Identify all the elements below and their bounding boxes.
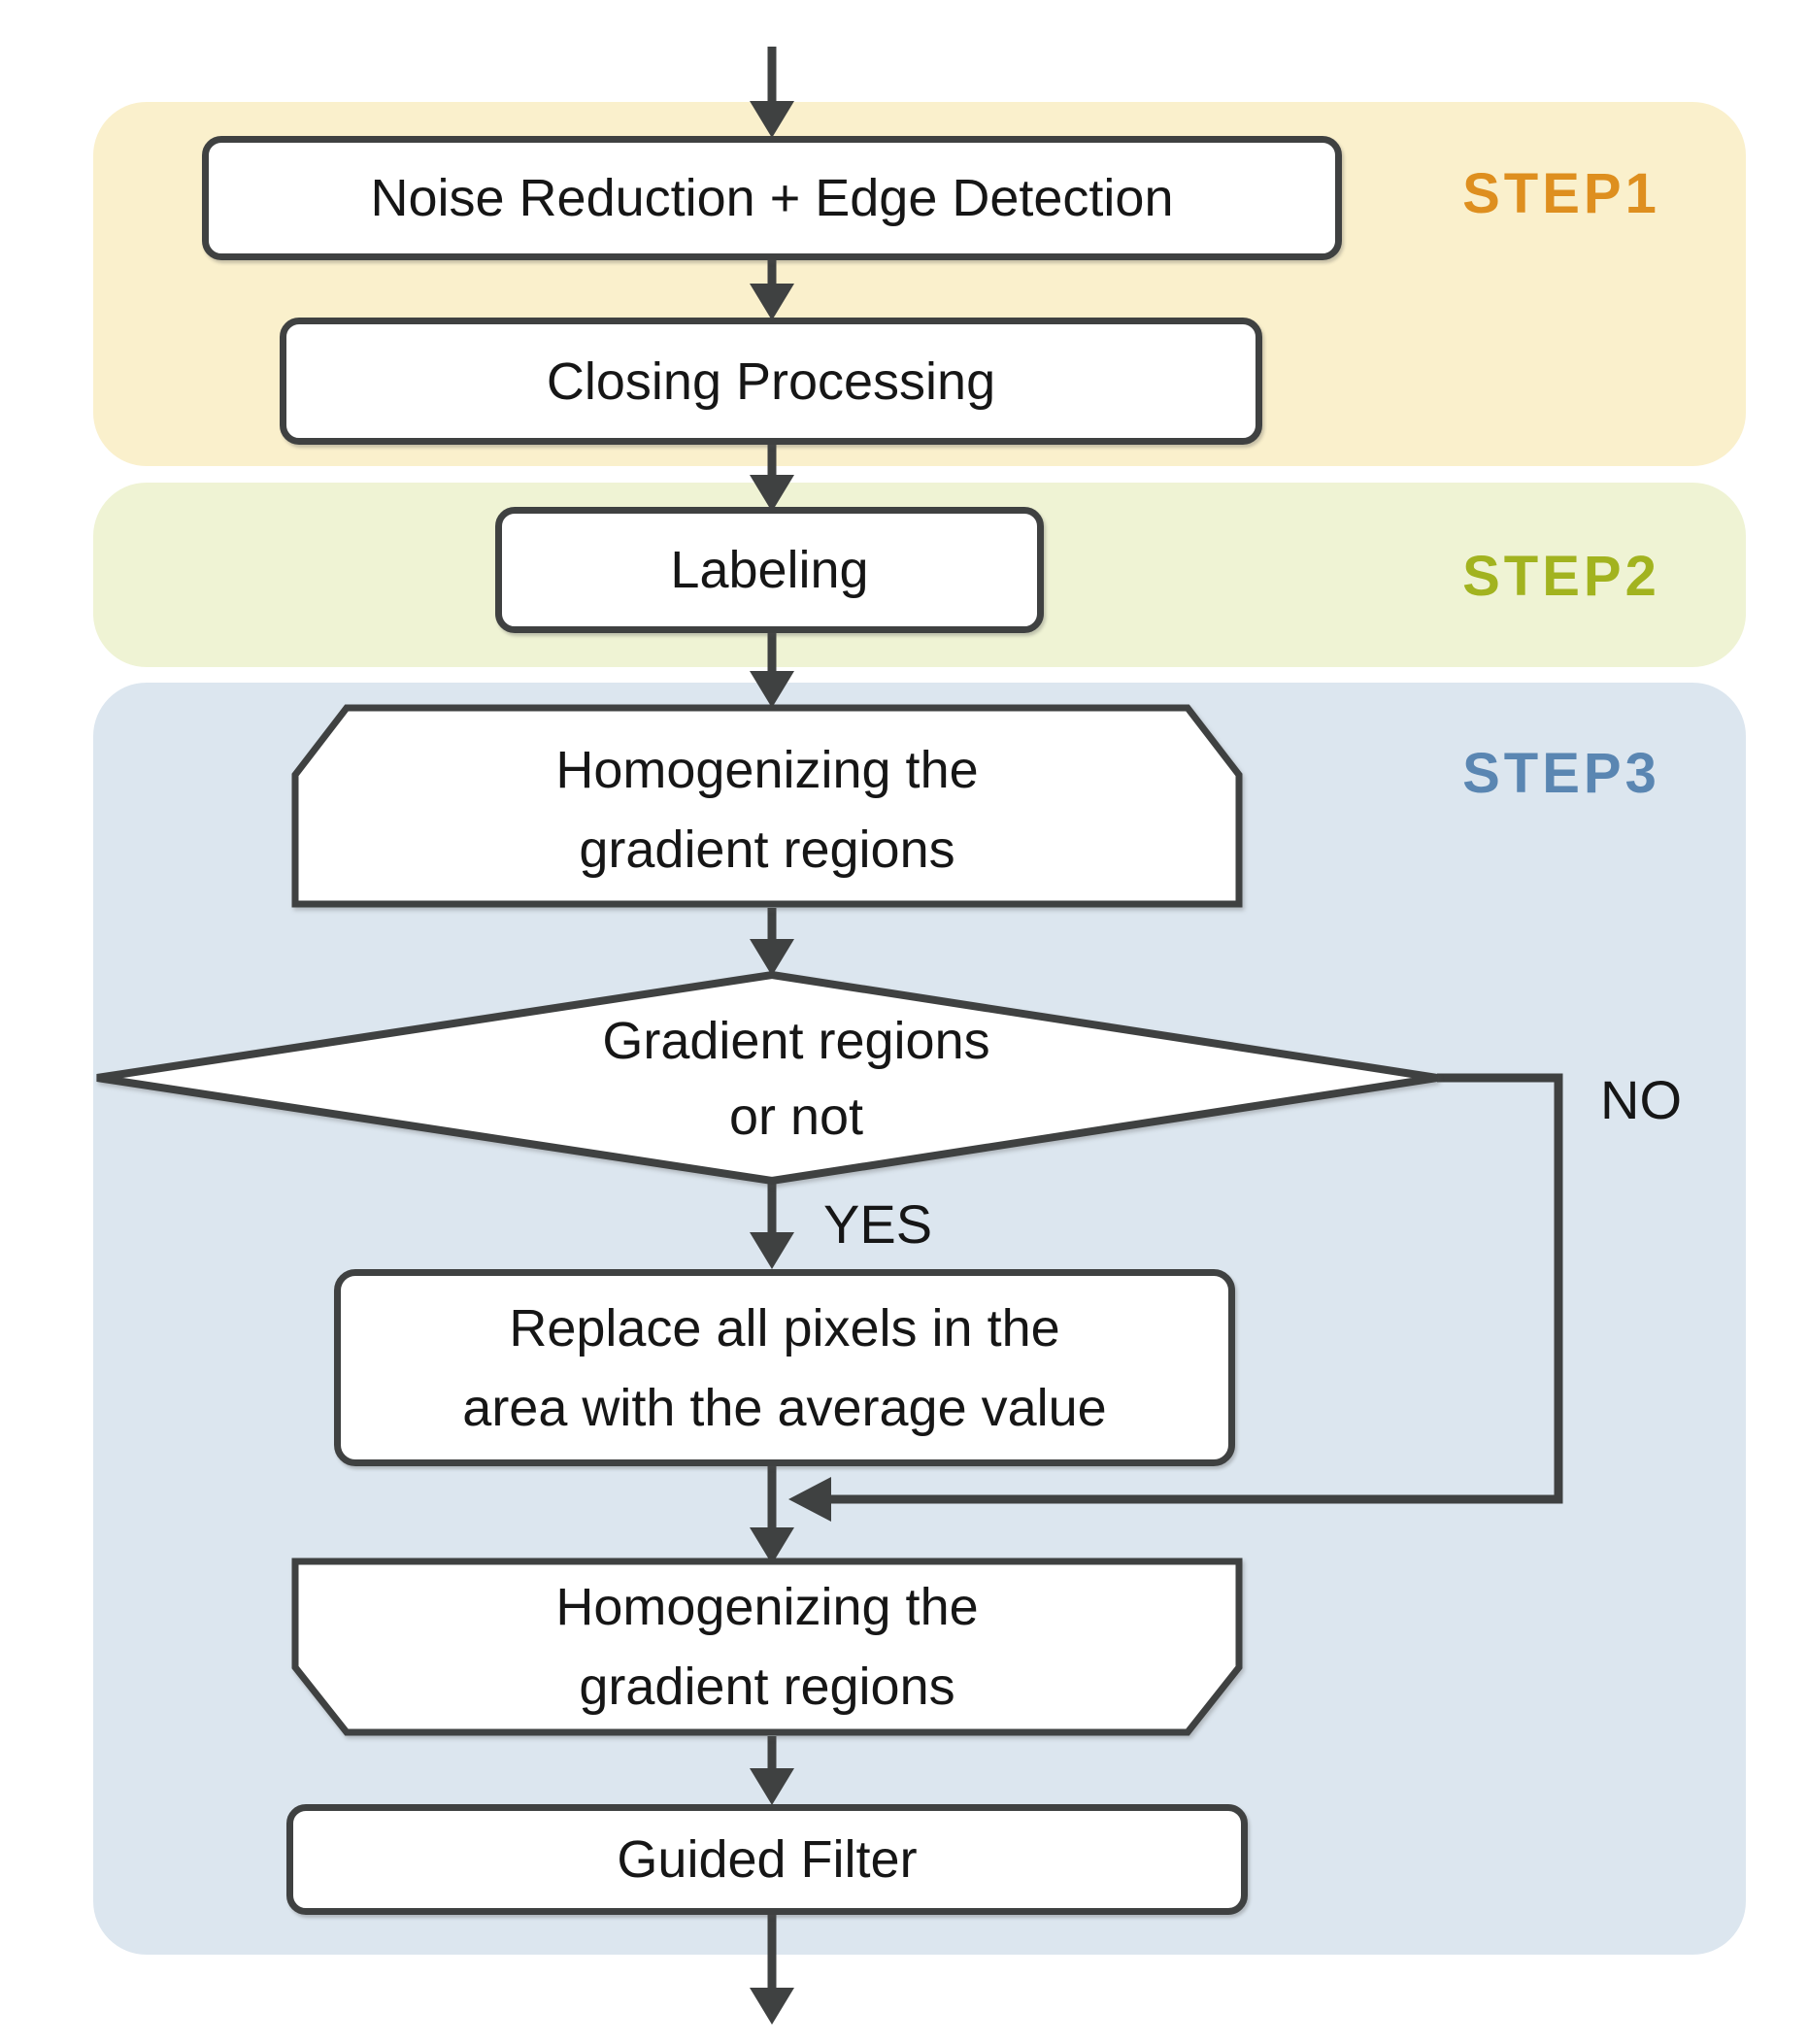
node-replace-pixels: Replace all pixels in the area with the …	[334, 1269, 1235, 1466]
node-guided-filter: Guided Filter	[286, 1804, 1248, 1915]
arrowhead-closing-to-labeling	[750, 475, 794, 512]
arrowhead-noise-to-closing	[750, 284, 794, 320]
node-homogenize2-shape	[291, 1558, 1243, 1736]
arrowhead-homogenize1-to-decision	[750, 939, 794, 976]
yes-branch-label: YES	[823, 1193, 933, 1255]
node-noise-reduction-edge-detection: Noise Reduction + Edge Detection	[202, 136, 1342, 260]
node-replace-pixels-line1: Replace all pixels in the	[509, 1298, 1060, 1357]
step1-label: STEP1	[1462, 162, 1660, 225]
node-closing-processing-label: Closing Processing	[546, 352, 996, 411]
node-labeling-label: Labeling	[670, 541, 869, 599]
arrowhead-homogenize2-to-guided	[750, 1768, 794, 1805]
node-decision-shape	[96, 970, 1438, 1186]
arrowhead-no-merge	[788, 1477, 831, 1522]
node-guided-filter-label: Guided Filter	[617, 1830, 918, 1889]
arrowhead-yes	[750, 1232, 794, 1269]
no-branch-label: NO	[1600, 1069, 1682, 1130]
node-homogenize2-line2: gradient regions	[579, 1658, 955, 1716]
arrowheads	[750, 101, 831, 2025]
step3-label: STEP3	[1462, 742, 1660, 805]
node-homogenize2-line1: Homogenizing the	[555, 1578, 979, 1636]
node-replace-pixels-line2: area with the average value	[462, 1378, 1107, 1437]
node-decision-label: Gradient regions or not	[311, 1003, 1282, 1155]
arrowhead-start	[750, 101, 794, 138]
arrowhead-labeling-to-homogenize1	[750, 671, 794, 708]
node-homogenize1-label: Homogenizing the gradient regions	[291, 730, 1243, 889]
arrowhead-output	[750, 1988, 794, 2025]
node-noise-reduction-label: Noise Reduction + Edge Detection	[370, 169, 1174, 227]
node-closing-processing: Closing Processing	[280, 318, 1262, 445]
arrowhead-into-homogenize2	[750, 1527, 794, 1564]
node-homogenize1-shape	[291, 704, 1243, 908]
node-decision-line1: Gradient regions	[602, 1012, 990, 1070]
node-decision-line2: or not	[728, 1088, 864, 1146]
node-homogenize2-label: Homogenizing the gradient regions	[291, 1567, 1243, 1726]
step2-label: STEP2	[1462, 545, 1660, 608]
node-homogenize1-line1: Homogenizing the	[555, 741, 979, 799]
node-homogenize1-line2: gradient regions	[579, 821, 955, 879]
connector-lines	[767, 47, 1563, 1991]
node-labeling: Labeling	[495, 507, 1044, 633]
no-branch-line	[814, 1073, 1563, 1504]
polygon-nodes	[96, 704, 1438, 1736]
